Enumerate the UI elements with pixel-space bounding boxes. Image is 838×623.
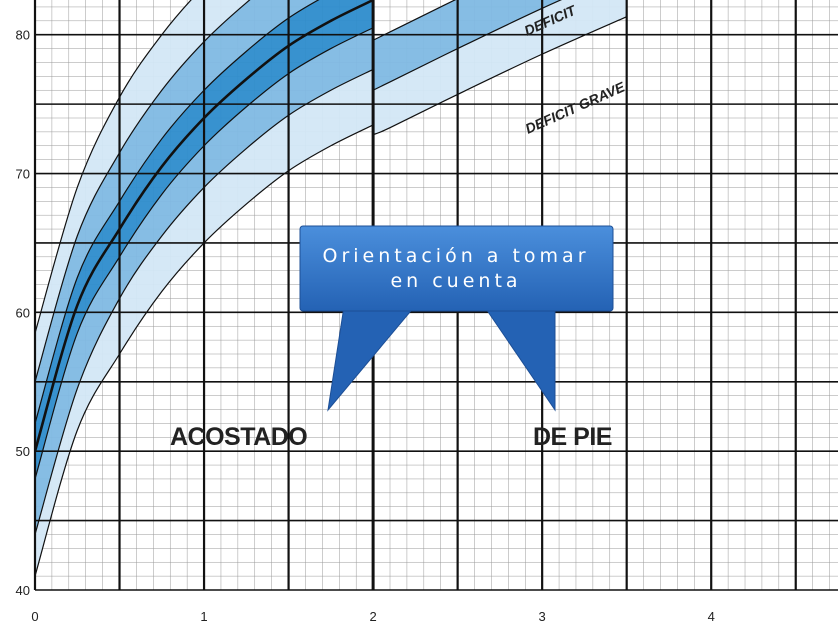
- percentile-band: [35, 69, 374, 577]
- percentile-curve: [35, 27, 374, 480]
- y-tick-label: 70: [16, 167, 30, 182]
- callout-line-2: en cuenta: [390, 270, 521, 292]
- percentile-curve: [35, 68, 374, 535]
- axis-labels: 0 1 2 3 4 40 50 60 70 80: [16, 28, 715, 623]
- percentile-curve: [372, 0, 563, 91]
- callout-line-1: Orientación a tomar: [322, 245, 589, 267]
- percentile-curve: [35, 0, 320, 424]
- x-tick-label: 0: [31, 609, 38, 623]
- x-tick-label: 2: [369, 609, 376, 623]
- percentile-band: [35, 27, 374, 535]
- percentile-curve: [35, 0, 251, 382]
- percentile-curve: [372, 16, 627, 136]
- percentile-band: [35, 0, 319, 424]
- percentile-band: [373, 0, 627, 135]
- x-tick-label: 4: [708, 609, 715, 623]
- y-tick-label: 60: [16, 305, 30, 320]
- percentile-curves: [35, 0, 627, 577]
- y-tick-label: 50: [16, 444, 30, 459]
- percentile-band: [35, 0, 250, 382]
- label-acostado: ACOSTADO: [170, 423, 307, 451]
- callout: Orientación a tomar en cuenta: [299, 225, 614, 412]
- label-de-pie: DE PIE: [533, 423, 612, 451]
- x-tick-label: 1: [200, 609, 207, 623]
- percentile-curve: [35, 124, 374, 577]
- percentile-curve: [372, 0, 457, 41]
- y-tick-label: 80: [16, 28, 30, 43]
- y-tick-label: 40: [16, 583, 30, 598]
- x-tick-label: 3: [539, 609, 546, 623]
- callout-box: [299, 225, 614, 312]
- percentile-curve: [35, 0, 192, 334]
- percentile-curve: [35, 0, 374, 452]
- percentile-band: [373, 0, 561, 91]
- label-deficit-grave: DEFICIT GRAVE: [523, 78, 628, 136]
